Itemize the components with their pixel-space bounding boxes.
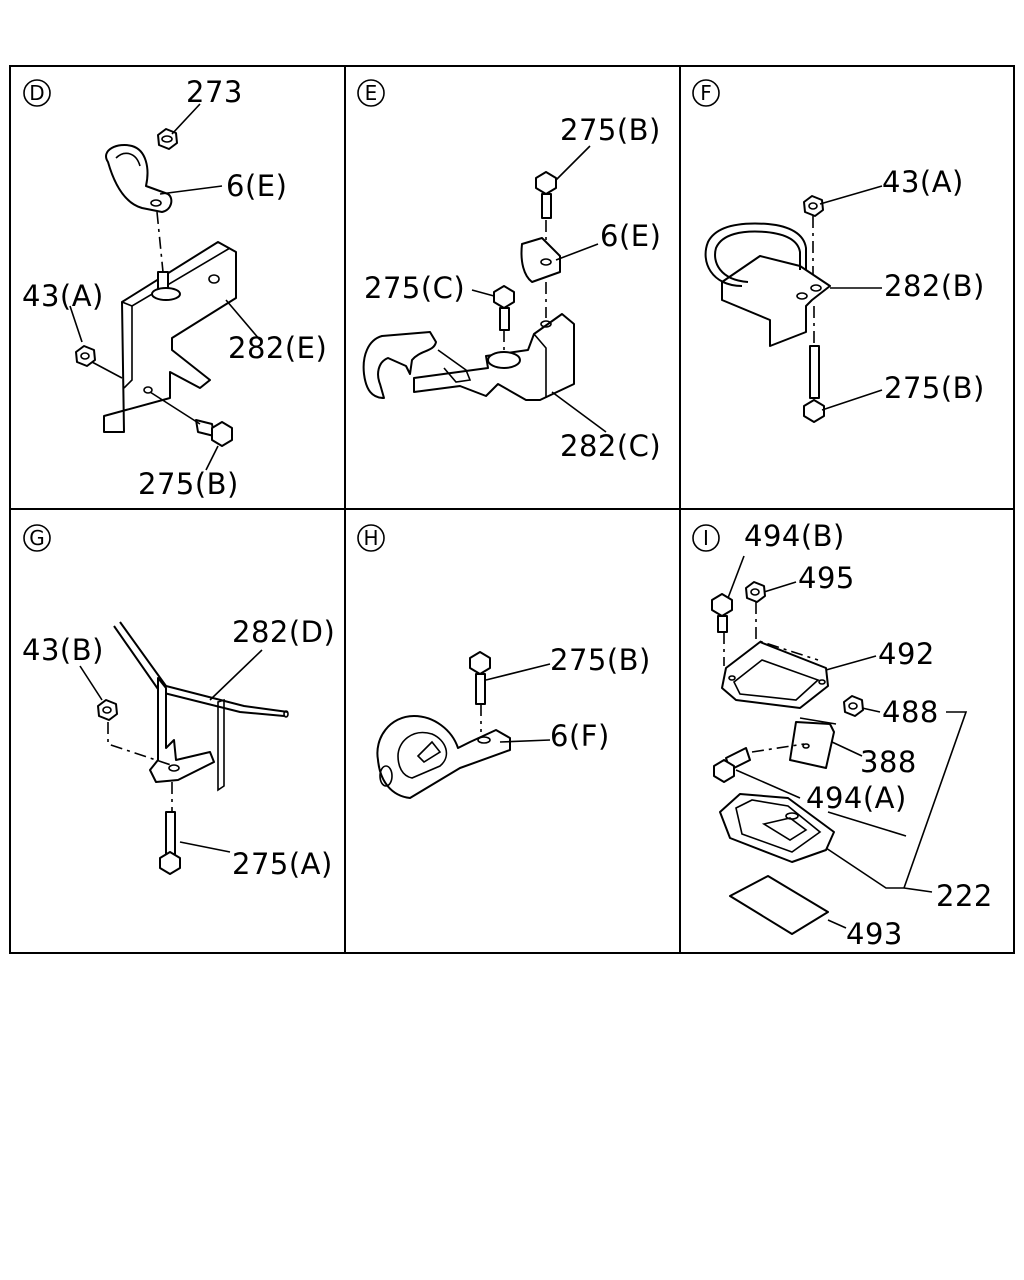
label-494a: 494(A) — [806, 781, 907, 815]
label-6e: 6(E) — [226, 169, 287, 203]
label-494b: 494(B) — [744, 519, 845, 553]
svg-text:D: D — [29, 81, 44, 105]
label-275b: 275(B) — [138, 467, 239, 501]
label-282d: 282(D) — [232, 615, 335, 649]
panel-grid — [9, 65, 1015, 954]
plate-388-part — [789, 717, 837, 769]
svg-text:H: H — [363, 526, 378, 550]
panel-i: I — [692, 519, 993, 951]
bolt-494a-part — [713, 747, 751, 783]
pad-493-part — [729, 875, 829, 935]
label-43a: 43(A) — [882, 165, 964, 199]
nut-488-part — [843, 695, 864, 717]
label-282c: 282(C) — [560, 429, 661, 463]
label-6f: 6(F) — [550, 719, 610, 753]
label-495: 495 — [798, 561, 855, 595]
clip-6f-part — [376, 715, 511, 799]
wire-part — [704, 222, 807, 287]
panel-g: G 282(D) 43(B) 275(A) — [22, 524, 335, 881]
label-492: 492 — [878, 637, 935, 671]
bolt-275b-part — [803, 345, 825, 423]
panel-d-marker: D — [23, 79, 51, 107]
svg-text:E: E — [365, 81, 378, 105]
label-493: 493 — [846, 917, 903, 951]
panel-h-marker: H — [357, 524, 385, 552]
label-282e: 282(E) — [228, 331, 327, 365]
label-6e: 6(E) — [600, 219, 661, 253]
svg-text:G: G — [29, 526, 45, 550]
label-273: 273 — [186, 75, 243, 109]
rod-part — [113, 621, 289, 718]
label-222: 222 — [936, 879, 993, 913]
bolt-275b-part — [535, 171, 557, 219]
bracket-282b-part — [721, 255, 831, 347]
bolt-275a-part — [159, 811, 181, 875]
bracket-282e-part — [103, 241, 237, 433]
nut-495-part — [745, 581, 766, 603]
cover-492-part — [721, 641, 829, 709]
nut-43a-part — [803, 195, 824, 217]
panel-e: E — [357, 79, 661, 463]
clip-part — [520, 237, 561, 283]
nut-43b-part — [97, 699, 118, 721]
panel-f: F 43(A) 282(B) 275(B) — [692, 79, 985, 423]
label-488: 488 — [882, 695, 939, 729]
panel-d: D — [22, 75, 327, 501]
svg-text:F: F — [700, 81, 712, 105]
label-43b: 43(B) — [22, 633, 104, 667]
label-275b: 275(B) — [550, 643, 651, 677]
label-275a: 275(A) — [232, 847, 333, 881]
bolt-275b-part — [195, 419, 233, 447]
label-275b: 275(B) — [560, 113, 661, 147]
label-388: 388 — [860, 745, 917, 779]
bracket-282c-part — [413, 313, 575, 401]
clip-part — [105, 144, 173, 213]
panel-g-marker: G — [23, 524, 51, 552]
bolt-275b-part — [469, 651, 491, 705]
svg-text:I: I — [703, 526, 709, 550]
nut-43a-part — [75, 345, 96, 367]
bolt-494b-part — [711, 593, 733, 633]
label-275c: 275(C) — [364, 271, 465, 305]
label-282b: 282(B) — [884, 269, 985, 303]
label-43a: 43(A) — [22, 279, 104, 313]
panel-e-marker: E — [357, 79, 385, 107]
bolt-275c-part — [493, 285, 515, 331]
tube-part — [362, 331, 472, 399]
stud-part — [151, 271, 181, 301]
panel-f-marker: F — [692, 79, 720, 107]
bracket-282d-part — [149, 677, 225, 792]
base-plate-part — [719, 793, 835, 863]
panel-h: H 275(B) 6(F) — [357, 524, 651, 799]
panel-i-marker: I — [692, 524, 720, 552]
label-275b: 275(B) — [884, 371, 985, 405]
